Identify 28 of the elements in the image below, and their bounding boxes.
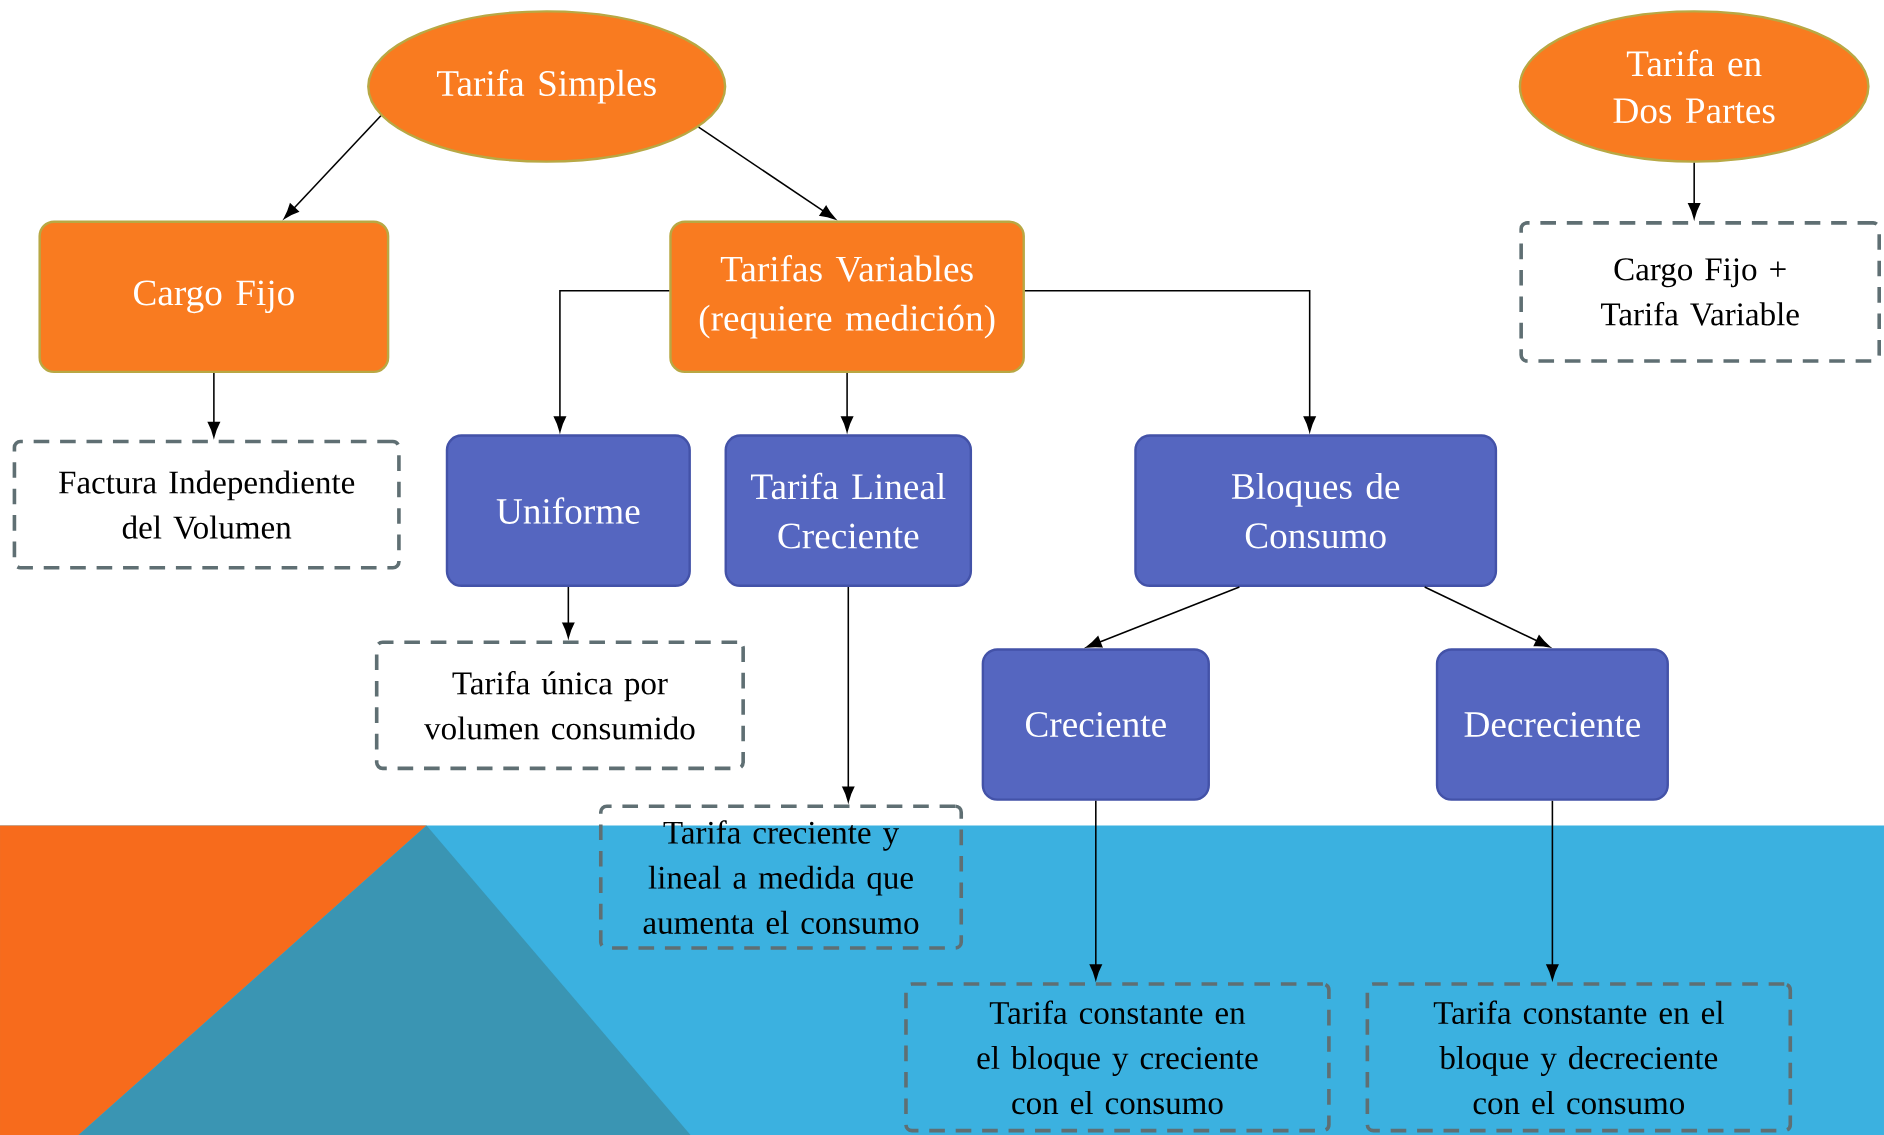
tariff-oval: Tarifa en Dos Partes bbox=[1518, 10, 1870, 163]
description-box: Factura Independiente del Volumen bbox=[12, 439, 401, 570]
description-box: Cargo Fijo + Tarifa Variable bbox=[1519, 220, 1881, 363]
tariff-type-box: Bloques de Consumo bbox=[1134, 434, 1498, 587]
tariff-type-box: Decreciente bbox=[1435, 648, 1669, 801]
arrow bbox=[1086, 585, 1241, 648]
arrow bbox=[1089, 799, 1102, 980]
tariff-type-box: Uniforme bbox=[445, 434, 691, 587]
description-box: Tarifa única por volumen consumido bbox=[374, 640, 745, 770]
description-box: Tarifa constante en el bloque y creciente con el consumo bbox=[904, 982, 1331, 1133]
tariff-type-box: Creciente bbox=[981, 648, 1210, 801]
arrow bbox=[841, 372, 854, 432]
arrow bbox=[842, 585, 855, 802]
arrow bbox=[553, 289, 671, 432]
arrow bbox=[1423, 585, 1551, 648]
category-box: Tarifas Variables (requiere medición) bbox=[669, 220, 1025, 373]
arrow bbox=[283, 114, 382, 219]
arrow bbox=[1546, 799, 1559, 980]
description-box: Tarifa constante en el bloque y decreciente con el consumo bbox=[1365, 982, 1793, 1133]
tariff-oval: Tarifa Simples bbox=[367, 10, 727, 163]
arrow bbox=[562, 585, 575, 638]
arrow bbox=[207, 372, 220, 438]
arrow bbox=[697, 126, 836, 220]
arrow bbox=[1688, 161, 1701, 219]
arrow bbox=[1024, 289, 1316, 432]
tariff-type-box: Tarifa Lineal Creciente bbox=[724, 434, 973, 587]
description-box: Tarifa creciente y lineal a medida que aumenta el consumo bbox=[599, 804, 964, 950]
category-box: Cargo Fijo bbox=[38, 220, 390, 373]
